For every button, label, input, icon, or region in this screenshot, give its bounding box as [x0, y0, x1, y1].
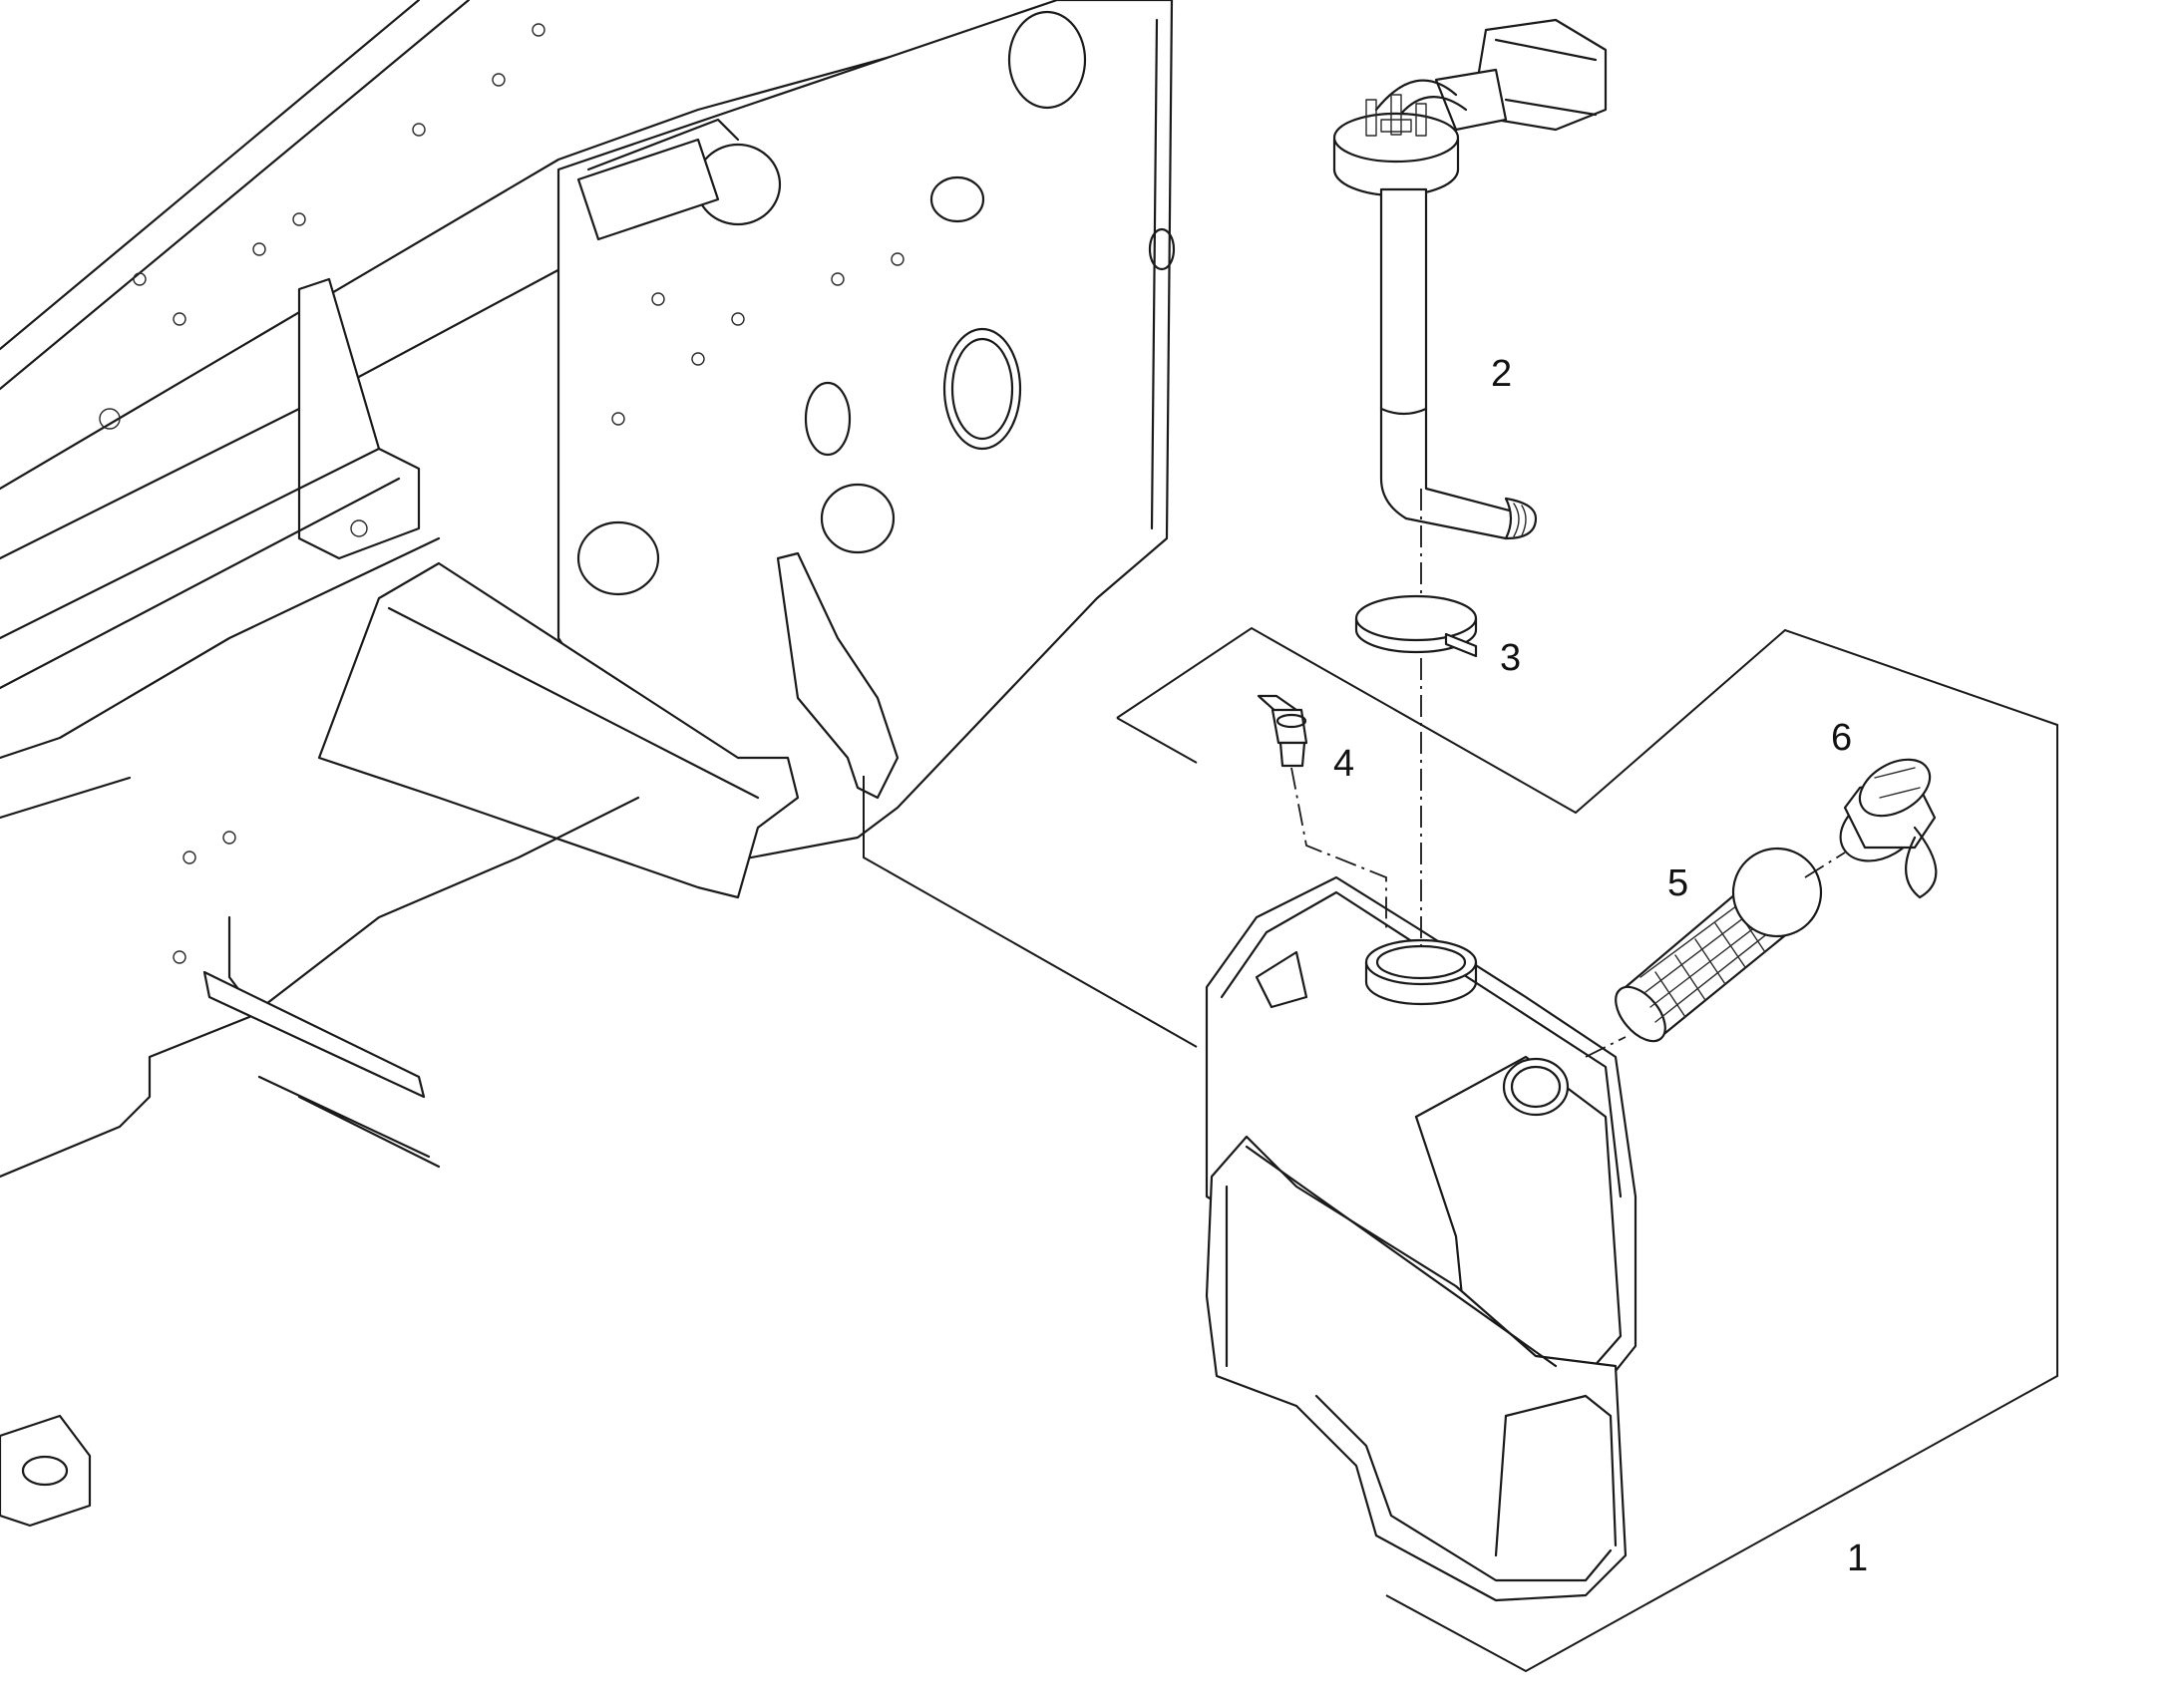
assembly-centerlines	[1290, 489, 1846, 1058]
tank-part	[1205, 875, 1637, 1602]
level-sender-part	[1332, 18, 1608, 540]
breather-valve-part	[1257, 694, 1308, 768]
callout-3: 3	[1500, 637, 1521, 679]
callout-1: 1	[1847, 1537, 1868, 1579]
assembly-bracket	[863, 626, 2058, 1673]
hose-clamp-part	[1354, 594, 1478, 658]
callout-5: 5	[1667, 862, 1688, 904]
callout-2: 2	[1491, 353, 1512, 395]
filler-cap-part	[1839, 758, 1938, 899]
callout-labels: 1 2 3 4 5 6	[1333, 353, 1868, 1579]
callout-4: 4	[1333, 743, 1354, 785]
callout-6: 6	[1831, 717, 1852, 759]
filler-strainer-part	[1615, 847, 1823, 1043]
chassis-frame	[0, 0, 1176, 1528]
